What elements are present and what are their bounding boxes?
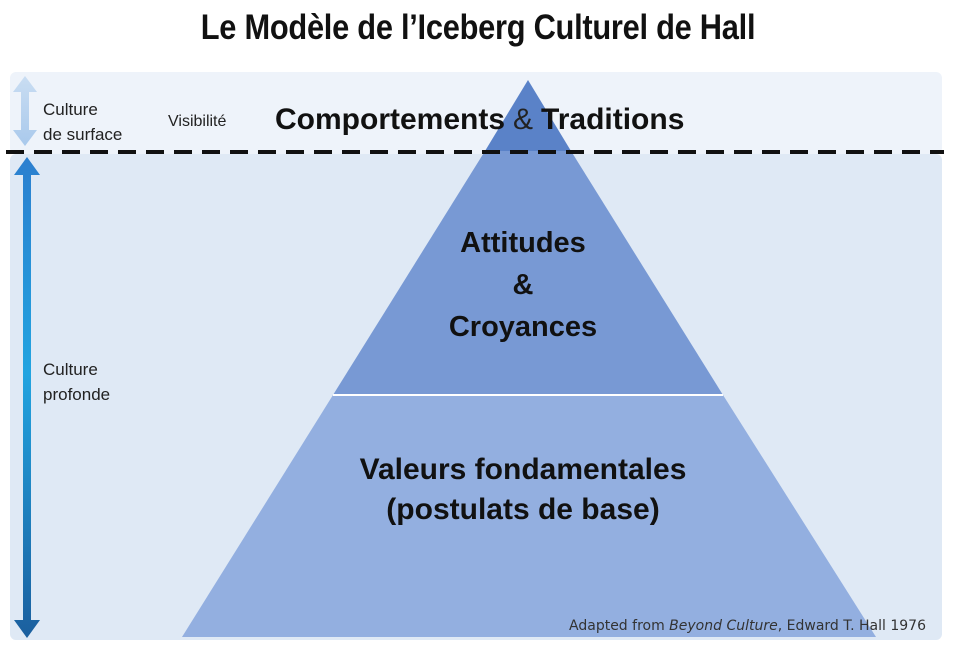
pyramid-tip-level xyxy=(485,80,571,151)
middle-line-1: Attitudes xyxy=(460,227,586,259)
tip-text: Comportements&Traditions xyxy=(275,103,684,137)
surface-label-line2: de surface xyxy=(43,125,123,144)
pyramid-middle-level xyxy=(333,151,723,395)
diagram-title: Le Modèle de l’Iceberg Culturel de Hall xyxy=(200,8,756,47)
middle-line-2: & xyxy=(512,269,534,301)
deep-label-line2: profonde xyxy=(43,385,111,404)
surface-culture-label: Culture de surface xyxy=(43,97,122,147)
credit-book-title: Beyond Culture xyxy=(669,618,778,634)
pyramid-bottom-level xyxy=(182,395,876,637)
middle-level-text: Attitudes & Croyances xyxy=(383,222,663,348)
surface-zone-bg xyxy=(10,72,942,154)
credit-suffix: , Edward T. Hall 1976 xyxy=(777,618,926,634)
deep-label-line1: Culture xyxy=(43,360,98,379)
bottom-line-2: (postulats de base) xyxy=(386,493,660,526)
tip-text-right: Traditions xyxy=(541,103,685,136)
source-credit: Adapted from Beyond Culture, Edward T. H… xyxy=(569,618,926,634)
tip-text-left: Comportements xyxy=(275,103,506,136)
middle-line-3: Croyances xyxy=(448,311,598,343)
credit-prefix: Adapted from xyxy=(569,618,670,634)
surface-double-arrow-icon xyxy=(13,76,37,146)
visibility-label: Visibilité xyxy=(168,113,227,130)
tip-text-amp: & xyxy=(513,103,534,136)
bottom-line-1: Valeurs fondamentales xyxy=(359,453,687,486)
deep-double-arrow-icon xyxy=(14,157,40,638)
surface-label-line1: Culture xyxy=(43,100,98,119)
deep-culture-label: Culture profonde xyxy=(43,357,110,407)
bottom-level-text: Valeurs fondamentales (postulats de base… xyxy=(333,450,713,530)
